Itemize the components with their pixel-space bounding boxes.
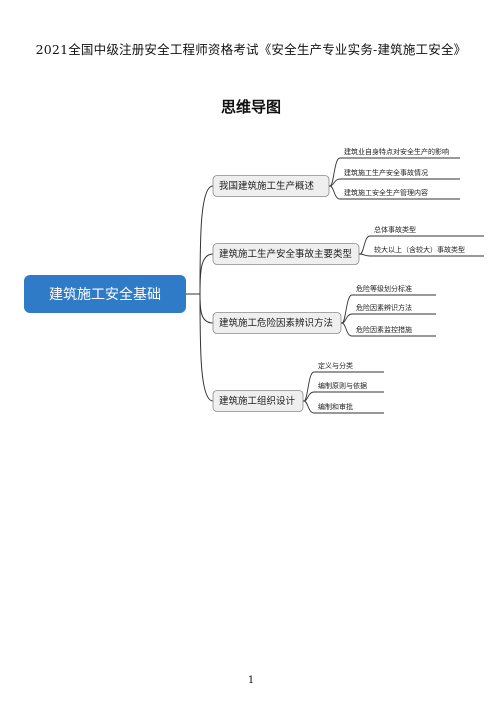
child-branch-line: [329, 157, 341, 187]
child-node-label: 较大以上（含较大）事故类型: [374, 245, 465, 254]
branch-connector: [199, 293, 214, 402]
branch-node-label: 建筑施工组织设计: [219, 395, 296, 407]
root-node: [24, 275, 186, 313]
branch-node-label: 建筑施工生产安全事故主要类型: [219, 248, 353, 260]
child-node-label: 编制原则与依据: [318, 381, 367, 390]
branch-connector: [199, 185, 214, 295]
branch-connector: [199, 293, 214, 324]
child-branch-line: [329, 178, 341, 187]
child-branch-line: [341, 294, 353, 324]
child-node-label: 定义与分类: [318, 361, 353, 370]
child-node-label: 危险因素辨识方法: [356, 303, 412, 312]
child-branch-line: [303, 391, 315, 402]
child-branch-line: [329, 185, 341, 200]
page-number: 1: [247, 675, 255, 686]
branch-connector: [199, 253, 214, 295]
child-node-label: 建筑业自身特点对安全生产的影响: [344, 147, 449, 156]
document-title: 2021全国中级注册安全工程师资格考试《安全生产专业实务-建筑施工安全》: [35, 42, 467, 57]
mindmap-title: 思维导图: [220, 98, 281, 116]
child-branch-line: [359, 235, 371, 255]
child-branch-line: [341, 322, 353, 337]
child-node-label: 危险因素监控措施: [356, 325, 412, 334]
child-node-label: 总体事故类型: [374, 225, 416, 234]
child-node-label: 建筑施工生产安全事故情况: [344, 168, 428, 177]
child-node-label: 编制和审批: [318, 402, 353, 411]
child-branch-line: [359, 253, 371, 257]
branch-node-label: 我国建筑施工生产概述: [219, 180, 315, 192]
child-branch-line: [303, 371, 315, 402]
child-branch-line: [341, 313, 353, 324]
child-branch-line: [303, 400, 315, 414]
root-node-label: 建筑施工安全基础: [49, 286, 161, 303]
child-node-label: 建筑施工安全生产管理内容: [344, 188, 428, 197]
branch-node-label: 建筑施工危险因素辨识方法: [219, 317, 333, 329]
child-node-label: 危险等级划分标准: [356, 284, 412, 293]
